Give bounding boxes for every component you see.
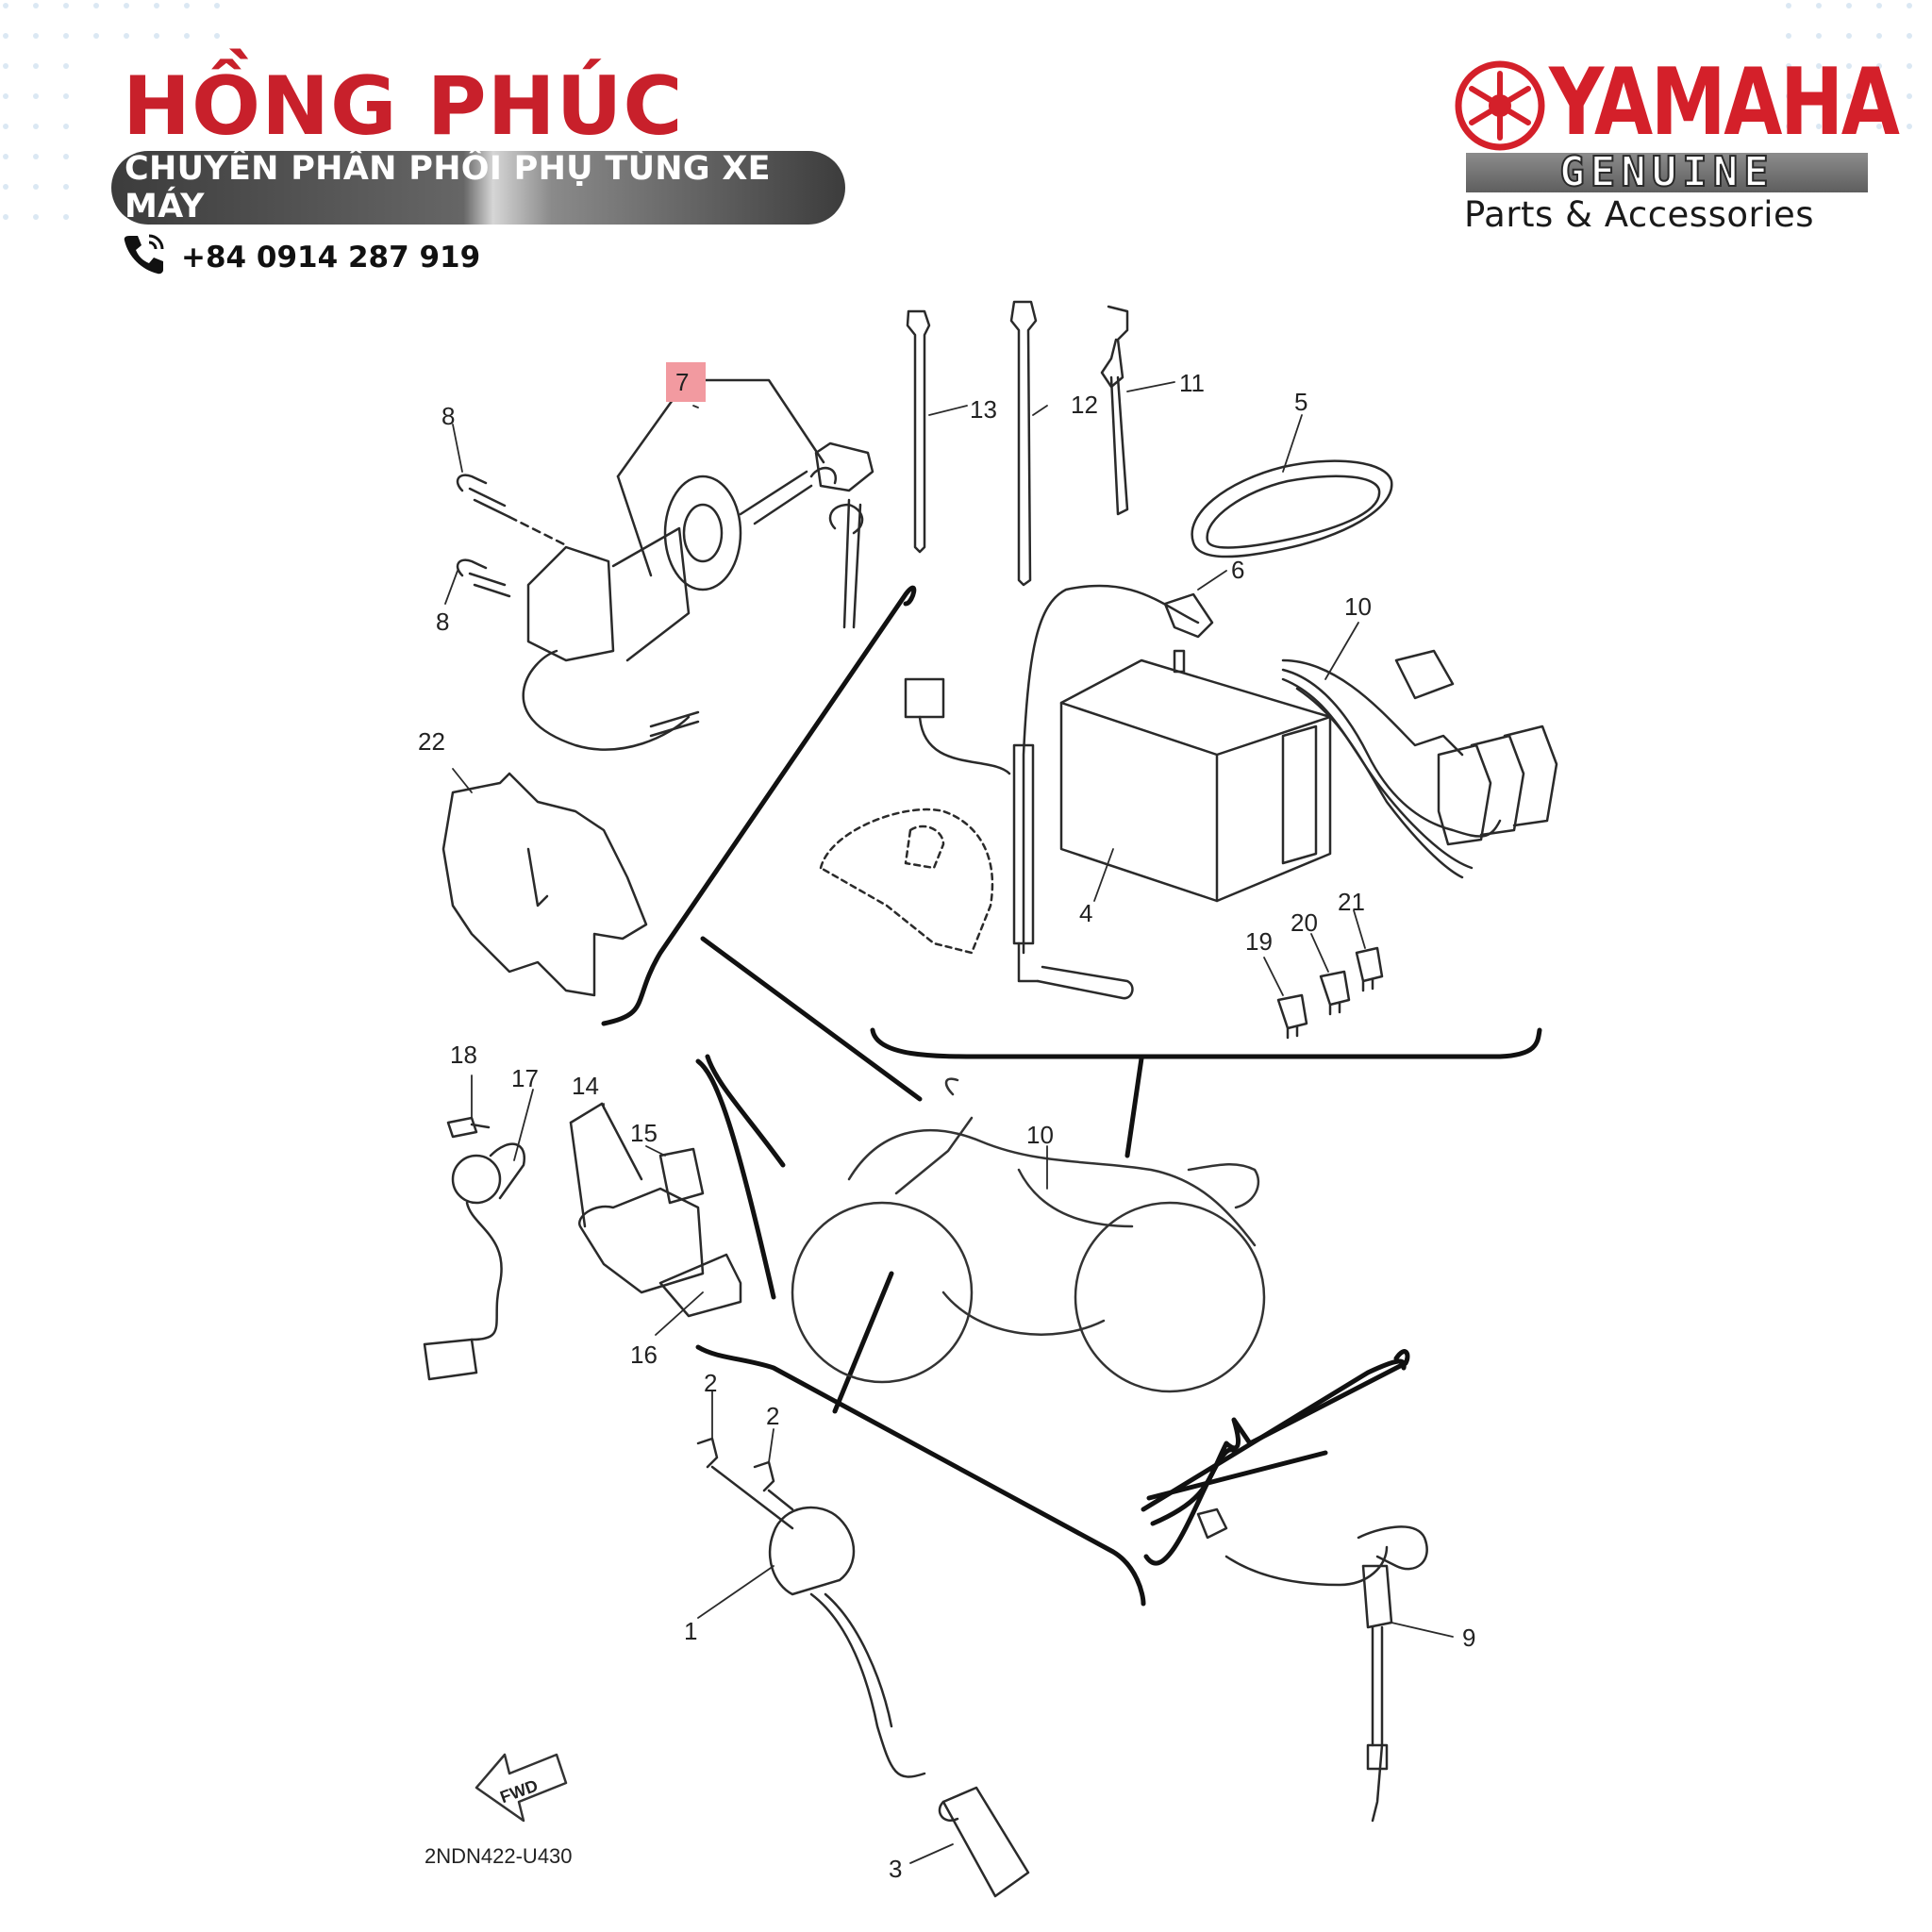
sensor-assembly-9 [1196,1507,1428,1823]
part-label-13: 13 [970,395,997,424]
dot-pattern-left [0,0,236,236]
brand-tagline: CHUYÊN PHÂN PHỐI PHỤ TÙNG XE MÁY [111,150,845,225]
part-label-11: 11 [1179,369,1205,397]
highlighted-part-box [666,362,706,402]
part-label-8: 8 [441,402,455,430]
part-label-8: 8 [436,608,449,636]
part-label-6: 6 [1231,556,1244,584]
switch-assembly-1 [696,1437,1030,1898]
cable-ties [906,300,1129,587]
phone-contact[interactable]: +84 0914 287 919 [121,230,480,285]
part-label-14: 14 [572,1072,599,1100]
fwd-arrow-icon [475,1753,568,1823]
rubber-band [1191,459,1393,558]
part-label-12: 12 [1071,391,1098,419]
part-label-4: 4 [1079,899,1092,927]
part-label-1: 1 [684,1617,697,1645]
genuine-banner: GENUINE [1466,148,1868,196]
genuine-text: GENUINE [1558,148,1774,196]
dot-pattern-right [1783,0,1932,132]
part-label-21: 21 [1338,888,1365,916]
leader-lines [444,381,1454,1864]
part-label-17: 17 [511,1064,539,1092]
part-label-5: 5 [1294,388,1307,416]
yamaha-genuine-logo: YAMAHA GENUINE Parts & Accessories [1455,51,1900,236]
brand-name: HỒNG PHÚC [123,59,684,154]
parts-accessories-text: Parts & Accessories [1464,194,1815,235]
phone-icon [121,230,168,285]
part-labels: 7 8 8 13 12 11 5 6 10 22 4 21 20 19 18 1… [418,368,1475,1883]
part-label-16: 16 [630,1341,658,1369]
part-label-19: 19 [1245,927,1273,956]
motorcycle-outline [791,1077,1266,1393]
battery-assembly [819,584,1332,1000]
ignition-switch-assembly [441,378,874,997]
section-bracket-lines [601,585,1542,1607]
yamaha-wordmark: YAMAHA [1549,49,1900,157]
sensor-assembly-17 [423,1116,526,1381]
part-label-22: 22 [418,727,445,756]
part-label-18: 18 [450,1041,477,1069]
part-label-10: 10 [1344,592,1372,621]
yamaha-tuning-fork-icon [1455,60,1545,151]
wiring-harness-upper [1281,649,1558,879]
fuses [1276,946,1384,1040]
part-label-2: 2 [766,1402,779,1430]
part-label-15: 15 [630,1119,658,1147]
diagram-code: 2NDN422-U430 [425,1844,573,1868]
part-label-3: 3 [889,1855,902,1883]
part-label-20: 20 [1291,908,1318,937]
part-label-9: 9 [1462,1624,1475,1652]
phone-number: +84 0914 287 919 [181,241,481,275]
part-label-10-harness: 10 [1026,1121,1054,1149]
part-label-2: 2 [704,1369,717,1397]
part-label-7: 7 [675,368,689,396]
